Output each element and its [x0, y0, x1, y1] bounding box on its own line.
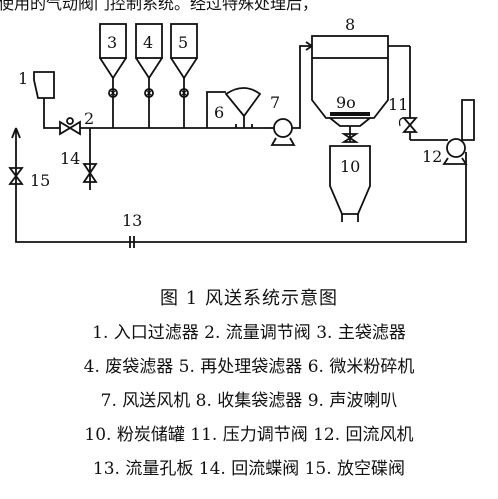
- label-4: 4: [143, 33, 153, 52]
- micro-pulverizer-6: [224, 87, 262, 118]
- pressure-valve-11: [402, 117, 418, 133]
- legend-line-3: 7. 风送风机 8. 收集袋滤器 9. 声波喇叭: [100, 391, 398, 411]
- sonic-horn-9: [329, 117, 371, 127]
- label-5: 5: [178, 33, 188, 52]
- label-13: 13: [122, 211, 142, 230]
- waste-bag-filter-4: [135, 23, 163, 128]
- flow-valve-2: [59, 120, 81, 136]
- label-15: 15: [30, 171, 50, 190]
- inlet-filter-1: [33, 71, 55, 99]
- label-2: 2: [84, 109, 94, 128]
- legend-line-2: 4. 废袋滤器 5. 再处理袋滤器 6. 微米粉碎机: [83, 357, 415, 377]
- fan-12-outlet: [461, 99, 475, 141]
- label-7: 7: [270, 93, 280, 112]
- label-6: 6: [214, 103, 224, 122]
- label-3: 3: [107, 33, 117, 52]
- label-9: 9o: [336, 93, 356, 112]
- return-fan-12: [446, 138, 466, 158]
- vent-valve-15: [8, 167, 24, 185]
- top-cut-text: 使用的气动阀门控制系统。经过特殊处理后，: [0, 0, 319, 13]
- legend-line-5: 13. 流量孔板 14. 回流蝶阀 15. 放空碟阀: [92, 459, 406, 479]
- reprocess-bag-filter-5: [170, 23, 198, 128]
- collection-bag-filter-8: [311, 35, 389, 59]
- label-12: 12: [422, 147, 442, 166]
- label-10: 10: [340, 157, 360, 176]
- conveying-fan-7: [273, 118, 293, 138]
- label-14: 14: [60, 149, 80, 168]
- legend-line-4: 10. 粉炭储罐 11. 压力调节阀 12. 回流风机: [84, 425, 414, 445]
- bag-filter-8-dots: [330, 112, 370, 116]
- wind-conveying-diagram: 1 2 3 4 5 6 7 8 9o 10 11 12 13 14 15: [8, 15, 475, 248]
- main-bag-filter-3: [99, 23, 127, 128]
- label-8: 8: [345, 15, 355, 34]
- figure-title: 图 1 风送系统示意图: [160, 288, 338, 309]
- legend-line-1: 1. 入口过滤器 2. 流量调节阀 3. 主袋滤器: [92, 323, 406, 343]
- return-butterfly-valve-14: [82, 163, 98, 183]
- label-1: 1: [18, 69, 28, 88]
- label-11: 11: [388, 95, 408, 114]
- return-loop-pipe: [15, 128, 467, 243]
